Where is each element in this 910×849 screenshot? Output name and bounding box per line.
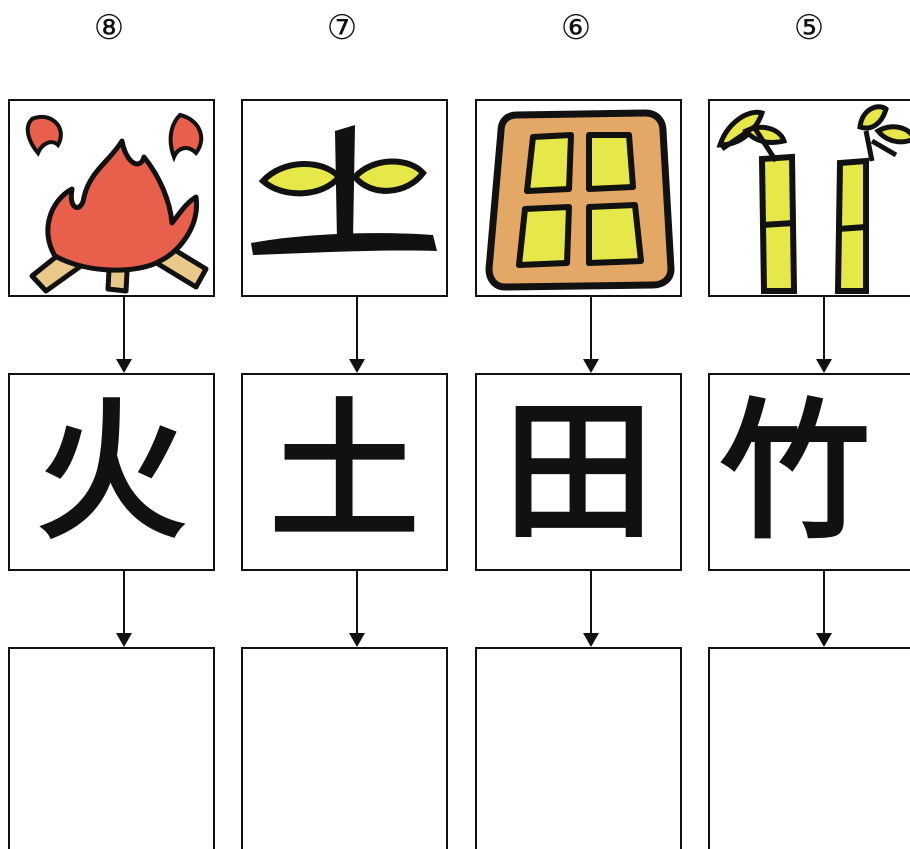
kanji-box: 土 [241,373,448,571]
arrow-line [123,569,125,635]
arrow-down-icon [116,359,132,373]
arrow-down-icon [116,633,132,647]
answer-box[interactable] [241,647,448,849]
kanji-character: 火 [36,384,187,560]
picture-box [241,99,448,297]
kanji-character: 土 [269,384,420,560]
arrow-line [823,569,825,635]
fire-picture [25,112,209,294]
column-rice-field: ⑥ 田 [475,0,682,849]
arrow-line [123,295,125,361]
column-bamboo: ⑤ 竹 [708,0,910,849]
arrow-down-icon [816,633,832,647]
kanji-box: 火 [8,373,215,571]
bamboo-picture [716,104,910,294]
picture-box [475,99,682,297]
answer-box[interactable] [708,647,910,849]
item-number: ⑦ [326,8,358,48]
kanji-character: 田 [503,384,654,560]
column-earth: ⑦ 土 [241,0,448,849]
picture-box [8,99,215,297]
answer-box[interactable] [8,647,215,849]
picture-box [708,99,910,297]
arrow-down-icon [583,633,599,647]
arrow-down-icon [349,359,365,373]
arrow-line [356,569,358,635]
answer-box[interactable] [475,647,682,849]
kanji-character: 竹 [720,384,871,560]
arrow-down-icon [816,359,832,373]
arrow-line [823,295,825,361]
column-fire: ⑧ 火 [8,0,215,849]
arrow-line [590,295,592,361]
arrow-line [590,569,592,635]
arrow-down-icon [583,359,599,373]
item-number: ⑤ [793,8,825,48]
rice-field-picture [485,109,675,291]
item-number: ⑧ [93,8,125,48]
kanji-box: 竹 [708,373,910,571]
sprout-picture [251,125,437,255]
arrow-down-icon [349,633,365,647]
arrow-line [356,295,358,361]
item-number: ⑥ [560,8,592,48]
kanji-box: 田 [475,373,682,571]
